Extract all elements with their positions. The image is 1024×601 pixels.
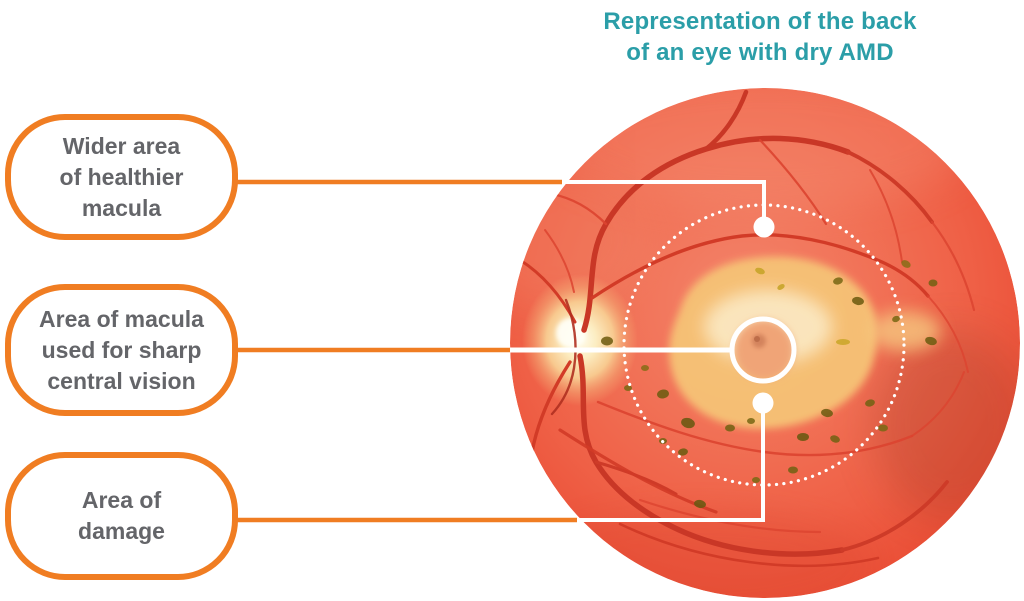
fundus-photo	[510, 88, 1020, 598]
macula-area	[669, 256, 941, 429]
connector-wider-healthy-macula	[236, 179, 775, 238]
callout-wider-healthy-macula: Wider area of healthier macula	[5, 114, 238, 240]
connector-area-of-damage	[236, 392, 774, 523]
healthy-macula-marker-dot	[753, 216, 775, 238]
diagram-title: Representation of the back of an eye wit…	[603, 8, 917, 66]
callout-sharp-central-vision-label: Area of macula used for sharp central vi…	[39, 305, 204, 394]
damage-marker-dot	[752, 392, 774, 414]
callout-sharp-central-vision: Area of macula used for sharp central vi…	[5, 284, 238, 416]
callout-area-of-damage: Area of damage	[5, 452, 238, 580]
callout-area-of-damage-label: Area of damage	[78, 487, 165, 544]
callout-wider-healthy-macula-label: Wider area of healthier macula	[59, 132, 184, 221]
pale-patch-right	[869, 311, 941, 351]
drusen-spots	[601, 260, 938, 509]
optic-disc	[522, 274, 638, 406]
